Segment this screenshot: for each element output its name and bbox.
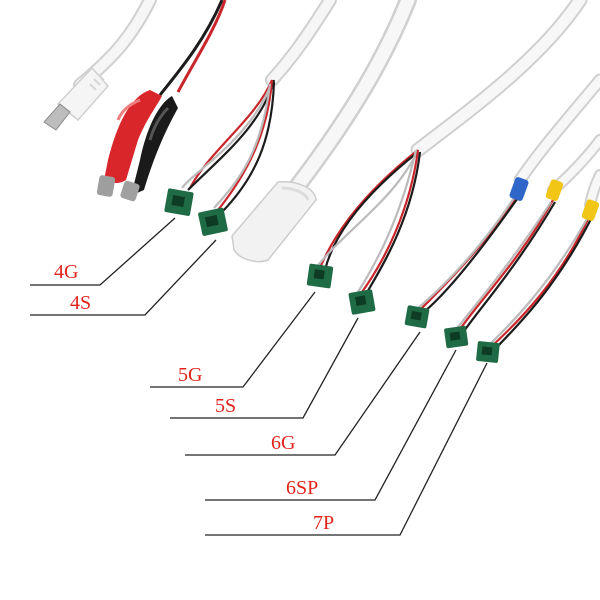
alligator-clips xyxy=(96,0,227,202)
pcb-board xyxy=(348,289,376,315)
model-labels: 4G 4S 5G 5S 6G 6SP 7P xyxy=(54,261,334,534)
label-4s: 4S xyxy=(70,292,91,314)
leader-6g xyxy=(185,331,421,456)
label-7p: 7P xyxy=(313,512,334,534)
label-6sp: 6SP xyxy=(286,477,318,499)
pcb-board xyxy=(444,325,469,349)
leader-4s xyxy=(30,239,217,316)
leader-7p xyxy=(205,362,488,536)
wires xyxy=(181,79,593,349)
leader-5g xyxy=(150,291,316,388)
pcb-board xyxy=(404,305,430,329)
leader-lines xyxy=(30,217,488,536)
label-5s: 5S xyxy=(215,395,236,417)
label-4g: 4G xyxy=(54,261,78,283)
pcb-boards xyxy=(164,188,500,363)
leader-4g xyxy=(30,217,176,286)
leader-6sp xyxy=(205,349,457,501)
leader-5s xyxy=(170,317,359,419)
label-5g: 5G xyxy=(178,364,202,386)
micro-usb-plug xyxy=(43,66,110,131)
dock-connector xyxy=(231,181,317,263)
black-clip xyxy=(120,96,178,202)
pcb-board xyxy=(476,341,500,363)
ferrule-blue xyxy=(509,177,529,201)
ferrule-yellow-1 xyxy=(545,179,564,201)
ferrule-yellow-2 xyxy=(581,199,600,221)
pcb-board xyxy=(198,207,228,236)
label-6g: 6G xyxy=(271,432,295,454)
red-clip xyxy=(96,90,162,197)
pcb-board xyxy=(164,188,194,216)
ferrules xyxy=(509,177,600,221)
pcb-board xyxy=(306,263,334,289)
